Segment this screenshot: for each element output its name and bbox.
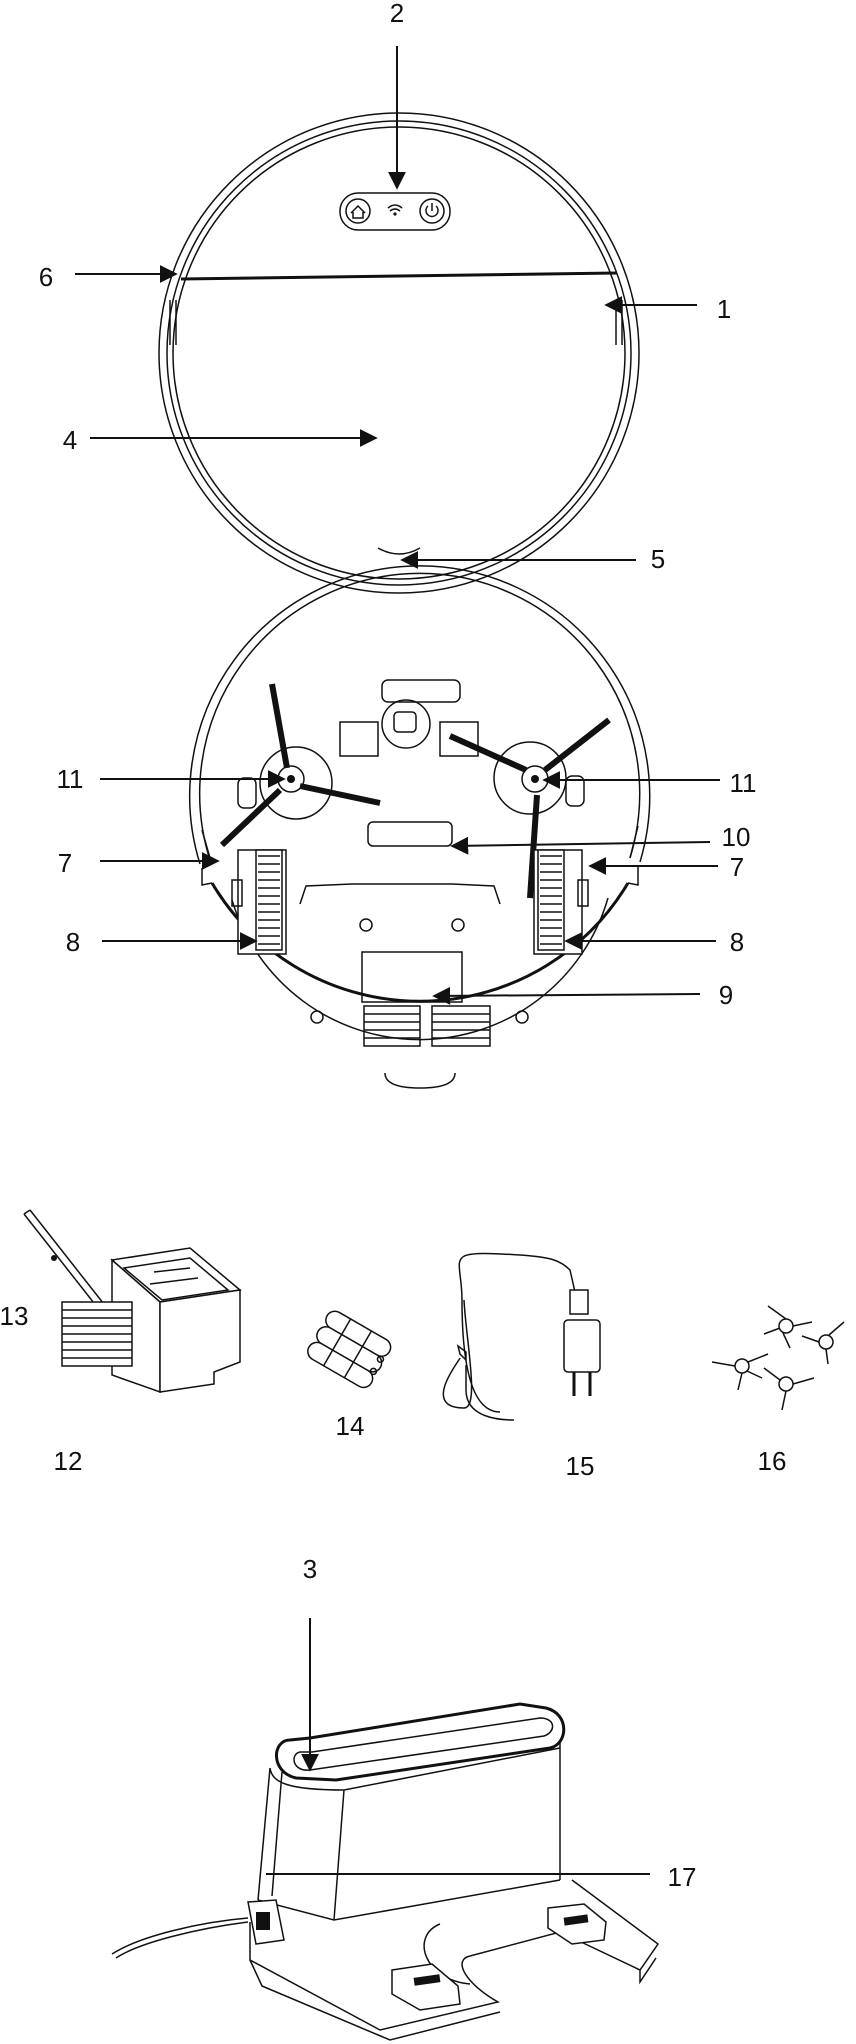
callout-label-16: 16 [758,1446,787,1476]
callout-4: 4 [63,425,378,455]
callout-label-11-left: 11 [57,764,84,794]
callout-label-17: 17 [668,1862,697,1892]
callout-label-5: 5 [651,544,665,574]
callout-label-8-right: 8 [730,927,744,957]
callout-1: 1 [604,294,731,324]
callout-6: 6 [39,262,178,292]
callout-label-11-right: 11 [730,768,757,798]
home-icon[interactable] [345,198,371,224]
callout-label-7-left: 7 [58,848,72,878]
power-icon[interactable] [419,198,445,224]
robot-bottom-view [189,565,651,1089]
robot-top-view [158,112,640,594]
side-brush-right [448,717,611,899]
drive-wheel-left [231,849,287,955]
callout-8-right: 8 [564,927,744,957]
wifi-icon [387,204,403,216]
vent-grille [363,1005,491,1047]
callout-label-6: 6 [39,262,53,292]
callout-label-3: 3 [303,1554,317,1584]
callout-label-1: 1 [717,294,731,324]
spare-side-brushes-illustration [711,1305,845,1411]
dock-contact-left [391,1963,461,2011]
callout-5: 5 [400,544,665,574]
callout-label-4: 4 [63,425,77,455]
dock-contact-right [547,1903,607,1945]
callout-7-right: 7 [588,852,744,882]
side-brush-left [219,683,381,848]
callout-label-14: 14 [336,1411,365,1441]
callout-label-7-right: 7 [730,852,744,882]
callout-17: 17 [266,1862,696,1892]
callout-label-9: 9 [719,980,733,1010]
callout-label-10: 10 [722,822,751,852]
callout-label-2: 2 [390,0,404,28]
callout-7-left: 7 [58,848,220,878]
callout-10: 10 [450,822,751,855]
callout-label-13: 13 [0,1301,28,1331]
charging-dock-illustration [111,1702,660,2041]
callout-8-left: 8 [66,927,258,957]
callout-11-left: 11 [57,764,286,794]
callout-11-right: 11 [542,768,757,798]
callout-label-15: 15 [566,1451,595,1481]
callout-2: 2 [388,0,406,190]
charger-adapter-illustration [442,1252,601,1421]
dust-bin-illustration [23,1209,242,1394]
drive-wheel-right [533,849,589,955]
battery-pack-illustration [307,1310,392,1389]
callout-label-12: 12 [54,1446,83,1476]
callout-9: 9 [432,980,733,1010]
callout-label-8-left: 8 [66,927,80,957]
callout-3: 3 [301,1554,319,1772]
